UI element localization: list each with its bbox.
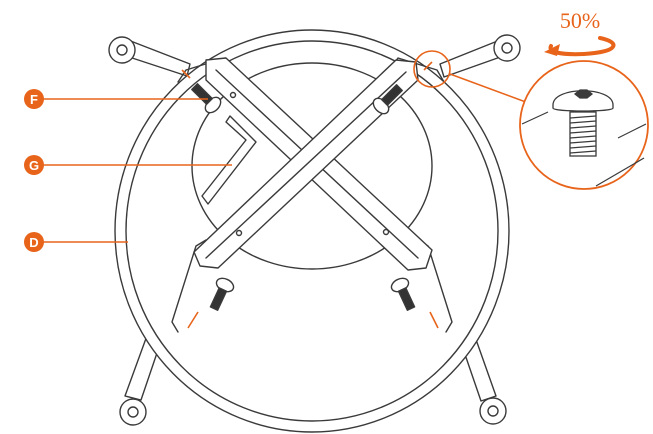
callout-badge-g: G <box>24 155 44 175</box>
tightening-percent-label: 50% <box>560 8 600 33</box>
outer-ring <box>115 30 509 432</box>
callout-badge-f: F <box>24 89 44 109</box>
svg-text:F: F <box>30 92 38 107</box>
rotation-arrow-icon <box>544 38 613 56</box>
svg-text:G: G <box>29 158 39 173</box>
screw-detail-view <box>520 61 648 189</box>
svg-text:D: D <box>29 235 38 250</box>
leg-top-right <box>440 35 520 77</box>
callout-badge-d: D <box>24 232 44 252</box>
leg-top-left <box>109 37 190 76</box>
